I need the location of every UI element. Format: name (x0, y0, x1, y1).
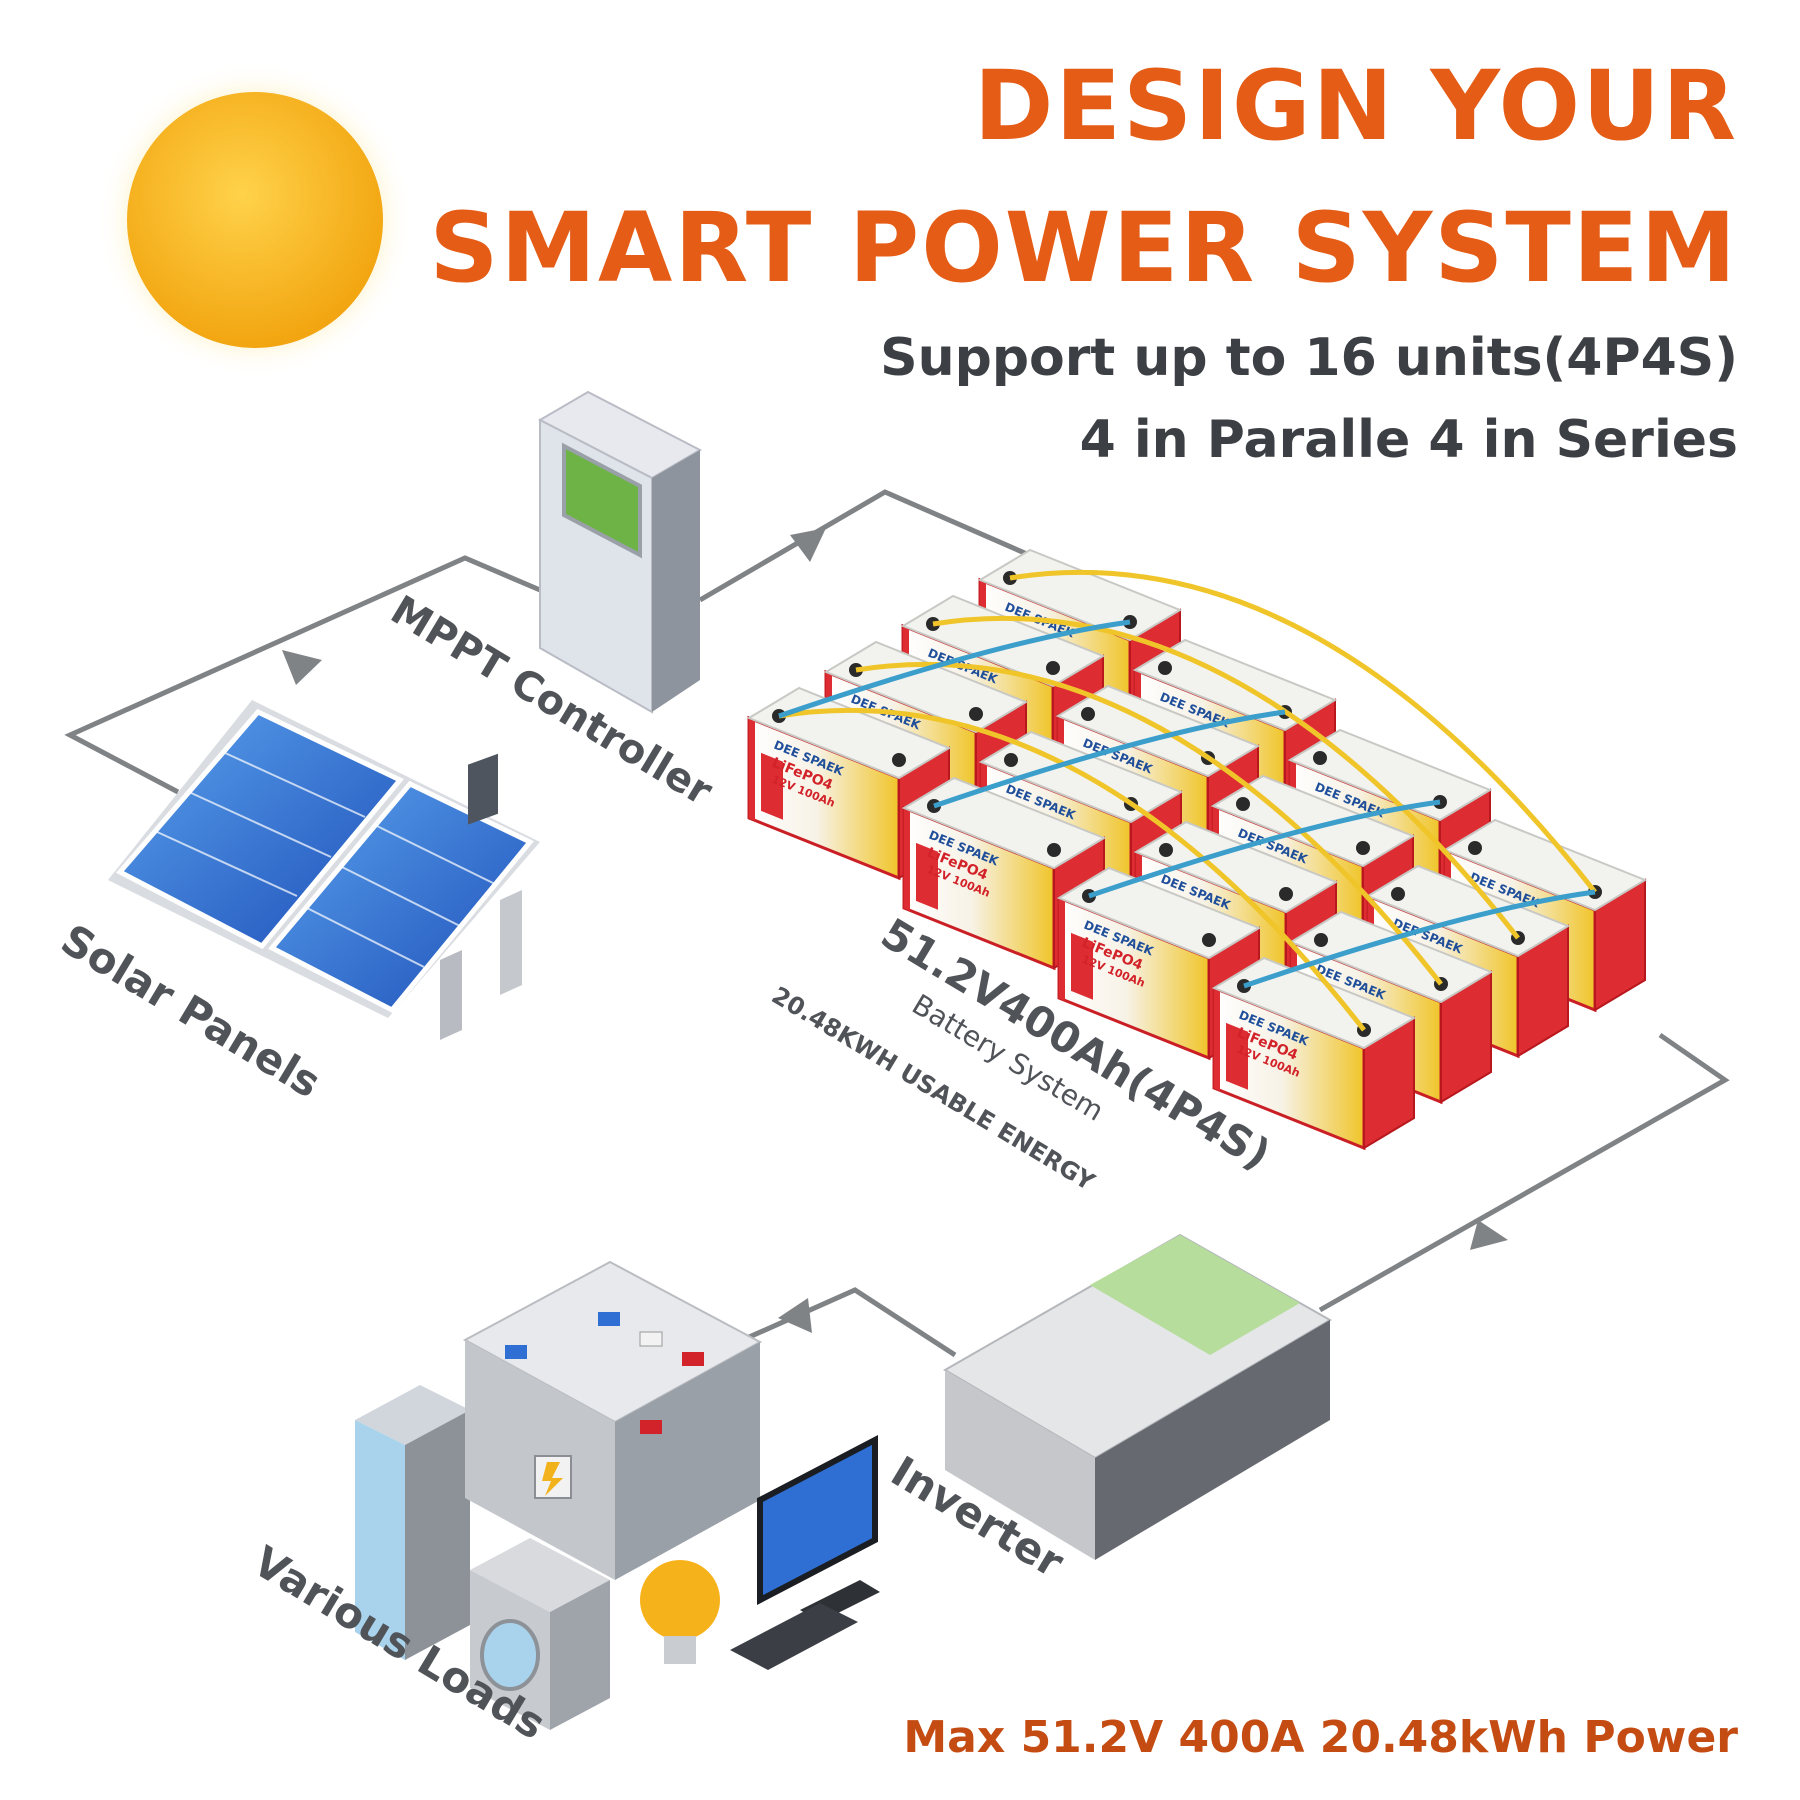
sun-icon (97, 62, 413, 378)
battery-wire-series (1088, 799, 1441, 899)
inverter-icon (943, 1233, 1333, 1560)
mppt-controller-icon (537, 390, 703, 714)
subtitle-line1: Support up to 16 units(4P4S) (880, 328, 1738, 388)
flow-line-batteries-to-inverter (1318, 1032, 1730, 1313)
loads-icon (355, 1260, 880, 1730)
solar-panels-icon (108, 700, 540, 1040)
flow-line-inverter-to-loads (718, 1287, 957, 1358)
page-title-line2: SMART POWER SYSTEM (429, 192, 1738, 304)
subtitle-line2: 4 in Paralle 4 in Series (1079, 410, 1738, 470)
battery-wire-parallel (932, 615, 1520, 940)
flow-lines (64, 489, 1730, 1358)
page-title-line1: DESIGN YOUR (973, 50, 1738, 162)
battery-wire-series (778, 619, 1131, 719)
footer-text: Max 51.2V 400A 20.48kWh Power (903, 1712, 1738, 1763)
flow-line-mppt-to-batteries (698, 489, 1077, 603)
flow-line-solar-to-mppt (64, 555, 541, 795)
battery-wire-series (1243, 889, 1596, 989)
battery-wire-series (933, 709, 1286, 809)
flow-arrow-icon (282, 528, 1508, 1333)
battery-wire-parallel (778, 707, 1366, 1032)
battery-wire-parallel (1009, 569, 1597, 894)
